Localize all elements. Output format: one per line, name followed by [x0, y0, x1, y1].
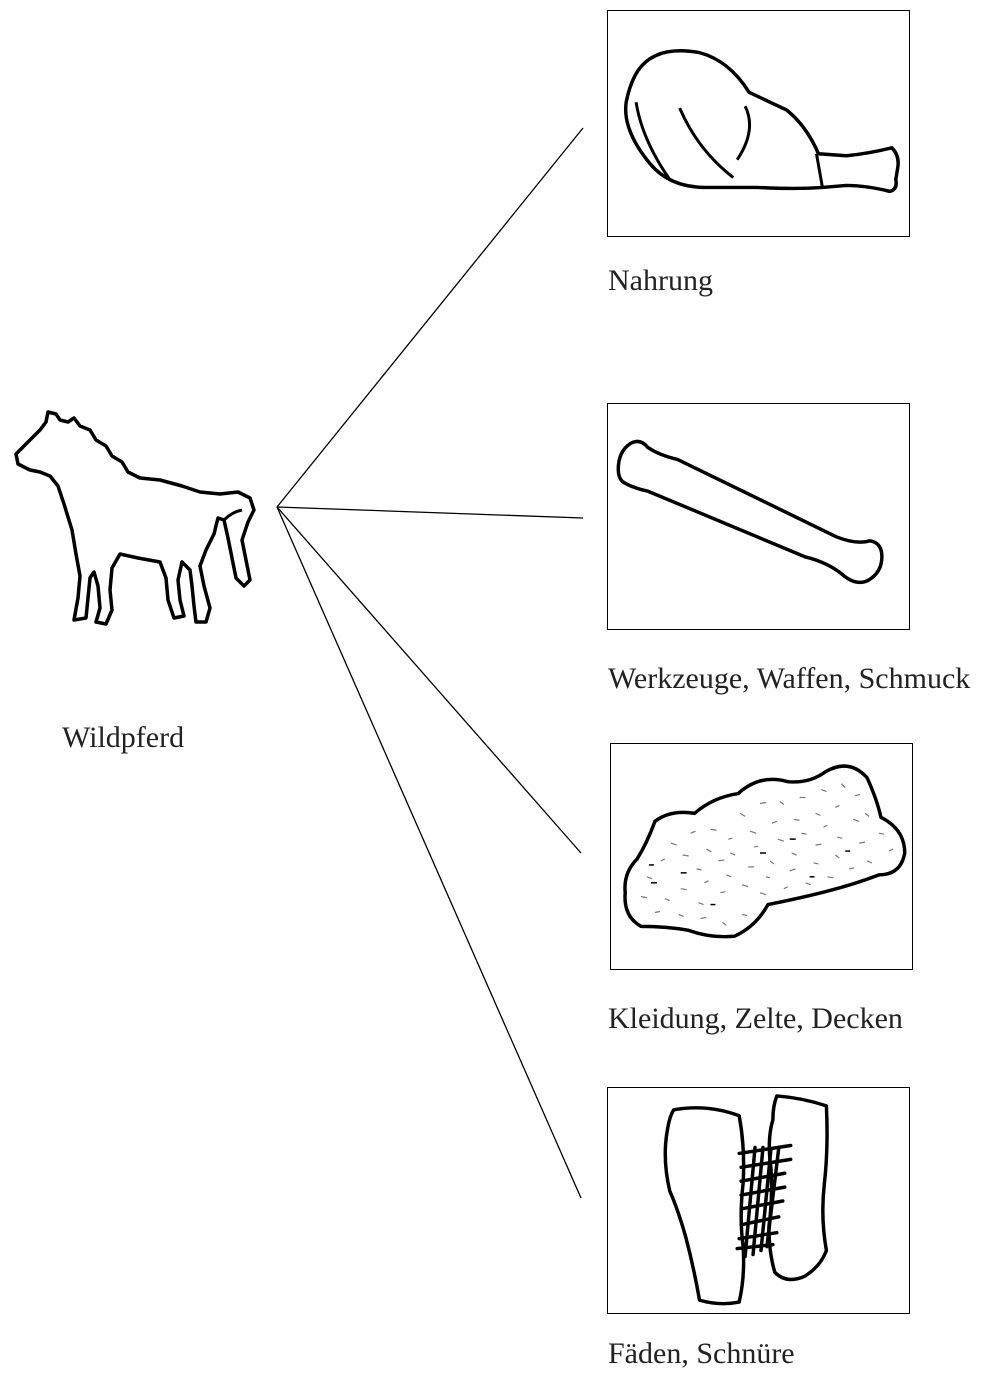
- source-label: Wildpferd: [62, 721, 185, 754]
- product-box-nahrung: [607, 10, 910, 237]
- product-label-nahrung: Nahrung: [608, 264, 713, 297]
- bone-icon: [616, 439, 884, 585]
- product-label-kleidung: Kleidung, Zelte, Decken: [608, 1002, 903, 1035]
- horse-icon: [10, 400, 265, 630]
- product-box-werkzeuge: [607, 403, 910, 630]
- product-label-werkzeuge: Werkzeuge, Waffen, Schmuck: [608, 662, 971, 695]
- product-box-kleidung: [610, 743, 913, 970]
- connector-line-faeden: [276, 506, 582, 1199]
- connector-line-werkzeuge: [276, 506, 584, 519]
- hide-fur-icon: [623, 764, 907, 939]
- connector-line-nahrung: [276, 127, 584, 508]
- product-label-faeden: Fäden, Schnüre: [608, 1337, 795, 1370]
- connector-line-kleidung: [276, 506, 582, 854]
- product-box-faeden: [607, 1087, 910, 1314]
- meat-leg-icon: [623, 49, 900, 194]
- laced-leather-icon: [663, 1094, 829, 1306]
